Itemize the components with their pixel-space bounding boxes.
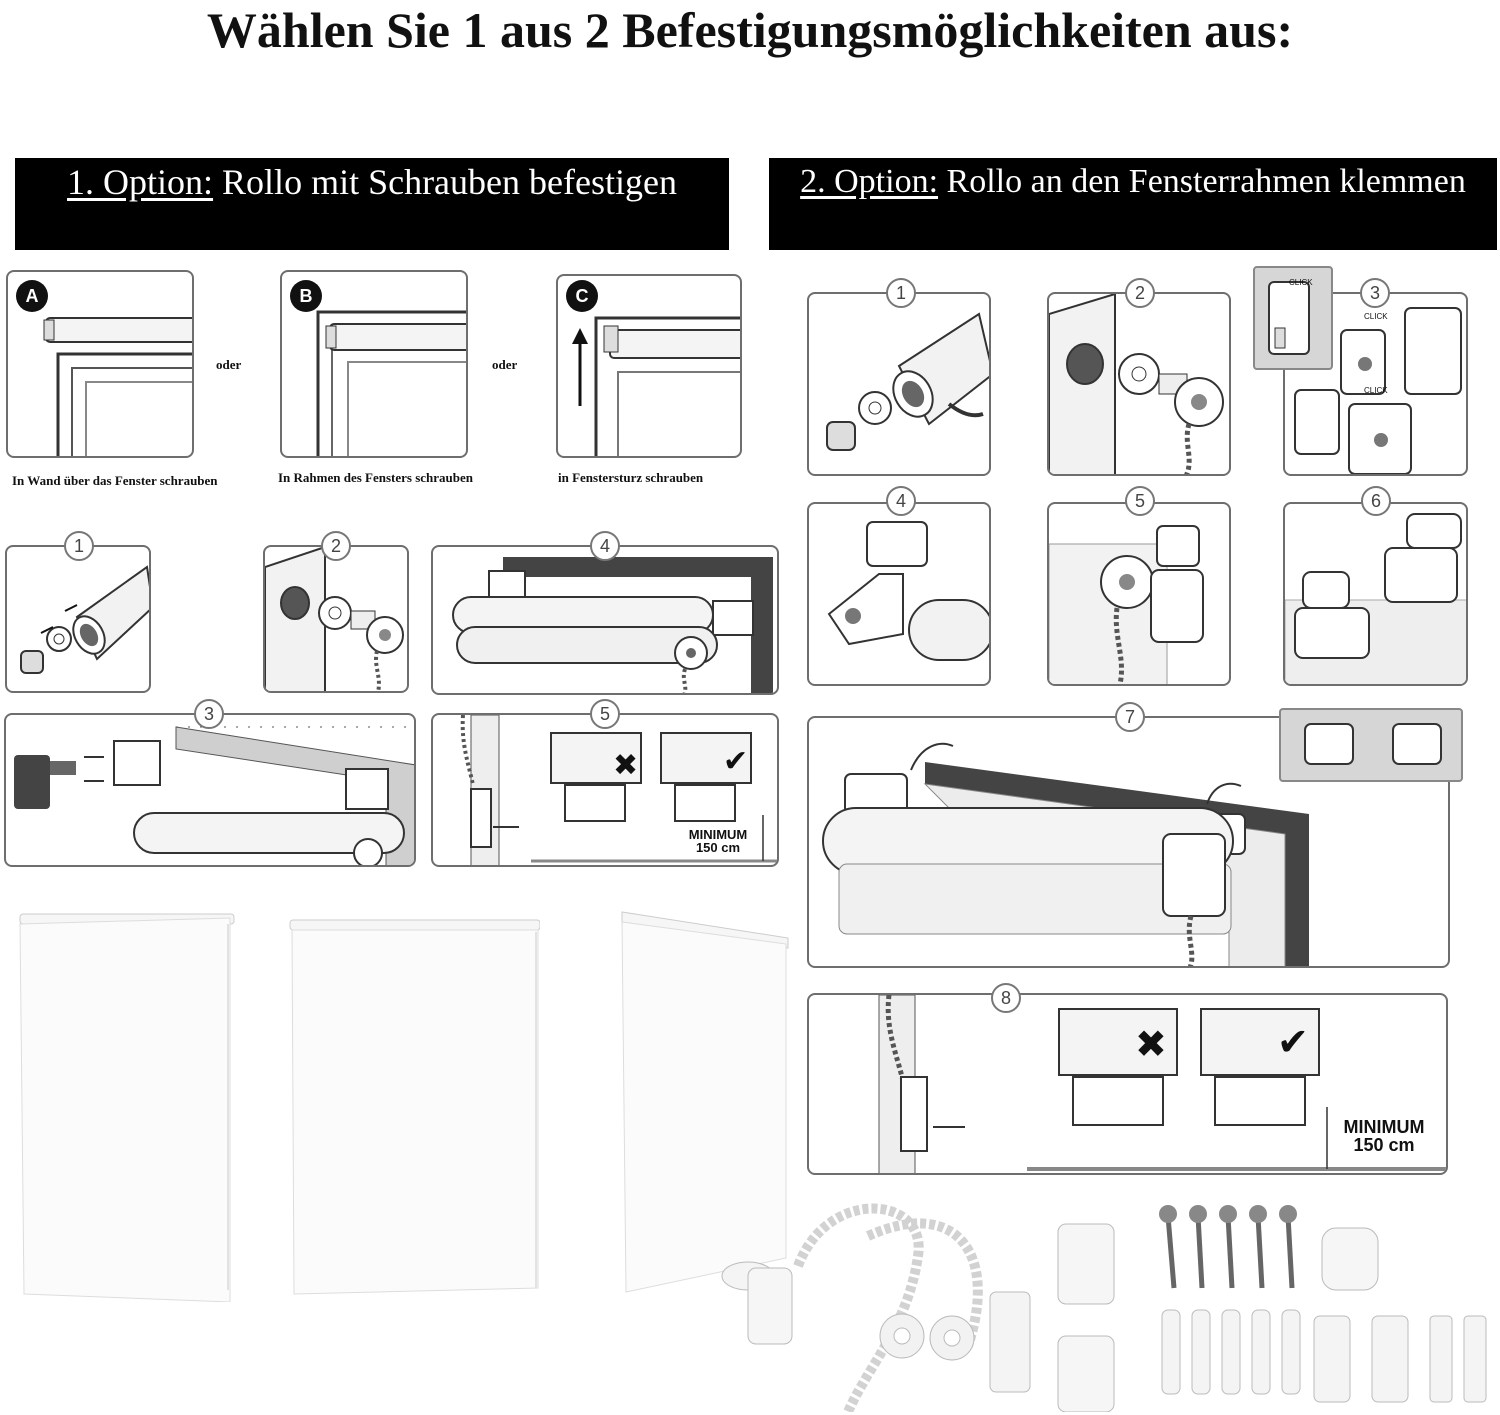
option-1-step-5-illustration xyxy=(460,715,777,865)
option-2-step-8-number: 8 xyxy=(991,983,1021,1013)
option-2-minimum-value: 150 cm xyxy=(1353,1135,1415,1155)
option-1-step-1-number: 1 xyxy=(64,531,94,561)
variant-a-caption: In Wand über das Fenster schrauben xyxy=(12,473,218,488)
option-2-text: Rollo an den Fensterrahmen klemmen xyxy=(938,163,1466,200)
option-1-step-1-illustration xyxy=(20,565,149,674)
option-2-step-2-number: 2 xyxy=(1125,278,1155,308)
page-title: Wählen Sie 1 aus 2 Befestigungsmöglichke… xyxy=(206,2,1294,58)
option-1-banner: 1. Option: Rollo mit Schrauben befestige… xyxy=(15,158,729,250)
parts-kit xyxy=(718,1196,1498,1412)
variant-a-badge: A xyxy=(16,280,48,312)
option-2-step-7-inset xyxy=(1279,708,1463,782)
option-2-click-label-3: CLICK xyxy=(1364,386,1388,395)
option-2-step-7-inset-illustration xyxy=(1304,723,1442,765)
variant-c-illustration xyxy=(572,316,740,456)
option-2-step-4-illustration xyxy=(827,521,989,661)
variant-a-panel xyxy=(6,270,194,458)
blind-photo-angled xyxy=(618,908,790,1294)
variant-b-caption: In Rahmen des Fensters schrauben xyxy=(278,470,474,485)
option-2-step-1-panel xyxy=(807,292,991,476)
blind-photo-center xyxy=(288,918,540,1298)
option-2-click-label-2: CLICK xyxy=(1364,312,1388,321)
option-2-prefix: 2. Option: xyxy=(800,163,939,200)
cross-icon: ✖ xyxy=(613,748,639,783)
option-1-minimum-height: MINIMUM 150 cm xyxy=(676,828,760,854)
option-1-prefix: 1. Option: xyxy=(67,162,214,202)
option-1-step-3-illustration xyxy=(14,726,414,865)
blind-photo-center-image xyxy=(289,919,540,1295)
separator-oder-2: oder xyxy=(492,357,518,372)
option-1-step-4-panel xyxy=(431,545,779,695)
option-2-step-7-panel xyxy=(807,716,1450,968)
option-1-text: Rollo mit Schrauben befestigen xyxy=(213,162,677,202)
option-2-step-8-illustration xyxy=(878,995,1446,1173)
option-1-step-2-illustration xyxy=(265,547,404,691)
option-1-step-2-panel xyxy=(263,545,409,693)
variant-b-illustration xyxy=(316,310,466,456)
blind-photo-front xyxy=(12,910,236,1302)
option-1-minimum-value: 150 cm xyxy=(695,840,741,855)
option-2-step-7-illustration xyxy=(822,742,1309,966)
option-1-step-3-panel xyxy=(4,713,416,867)
option-2-step-1-illustration xyxy=(826,312,989,451)
option-2-step-7-number: 7 xyxy=(1115,702,1145,732)
option-2-click-label-1: CLICK xyxy=(1289,278,1313,287)
option-2-step-3-illustration xyxy=(1294,307,1462,474)
option-1-step-4-number: 4 xyxy=(590,531,620,561)
option-2-step-6-illustration xyxy=(1285,513,1466,684)
option-2-step-6-panel xyxy=(1283,502,1468,686)
option-2-step-4-number: 4 xyxy=(886,486,916,516)
option-2-step-6-number: 6 xyxy=(1361,486,1391,516)
variant-b-badge: B xyxy=(290,280,322,312)
option-2-minimum-label: MINIMUM xyxy=(1343,1117,1425,1137)
option-2-step-5-panel xyxy=(1047,502,1231,686)
option-2-step-2-illustration xyxy=(1049,294,1224,474)
option-1-step-2-number: 2 xyxy=(321,531,351,561)
option-2-minimum-height: MINIMUM 150 cm xyxy=(1334,1118,1434,1154)
option-1-step-5-number: 5 xyxy=(590,699,620,729)
option-2-step-3-number: 3 xyxy=(1360,278,1390,308)
check-icon: ✔ xyxy=(1277,1020,1309,1064)
option-1-step-1-panel xyxy=(5,545,151,693)
cross-icon: ✖ xyxy=(1135,1022,1167,1066)
check-icon: ✔ xyxy=(723,744,749,779)
option-2-step-5-illustration xyxy=(1049,525,1204,684)
variant-c-caption: in Fenstersturz schrauben xyxy=(558,470,704,485)
option-2-step-4-panel xyxy=(807,502,991,686)
option-1-minimum-label: MINIMUM xyxy=(688,827,748,842)
option-1-step-3-number: 3 xyxy=(194,699,224,729)
option-2-step-2-panel xyxy=(1047,292,1231,476)
parts-kit-illustration xyxy=(721,1203,1487,1412)
option-2-step-1-number: 1 xyxy=(886,278,916,308)
option-2-step-5-number: 5 xyxy=(1125,486,1155,516)
option-2-step-3-inset-illustration xyxy=(1268,281,1310,355)
option-1-step-5-panel xyxy=(431,713,779,867)
separator-oder-1: oder xyxy=(216,357,242,372)
option-2-step-3-inset xyxy=(1253,266,1333,370)
option-2-step-8-panel xyxy=(807,993,1448,1175)
variant-a-illustration xyxy=(43,317,192,456)
blind-photo-front-image xyxy=(19,913,235,1302)
option-2-banner: 2. Option: Rollo an den Fensterrahmen kl… xyxy=(769,158,1497,250)
variant-c-badge: C xyxy=(566,280,598,312)
option-1-step-4-illustration xyxy=(452,557,773,693)
blind-photo-angled-image xyxy=(621,911,789,1293)
